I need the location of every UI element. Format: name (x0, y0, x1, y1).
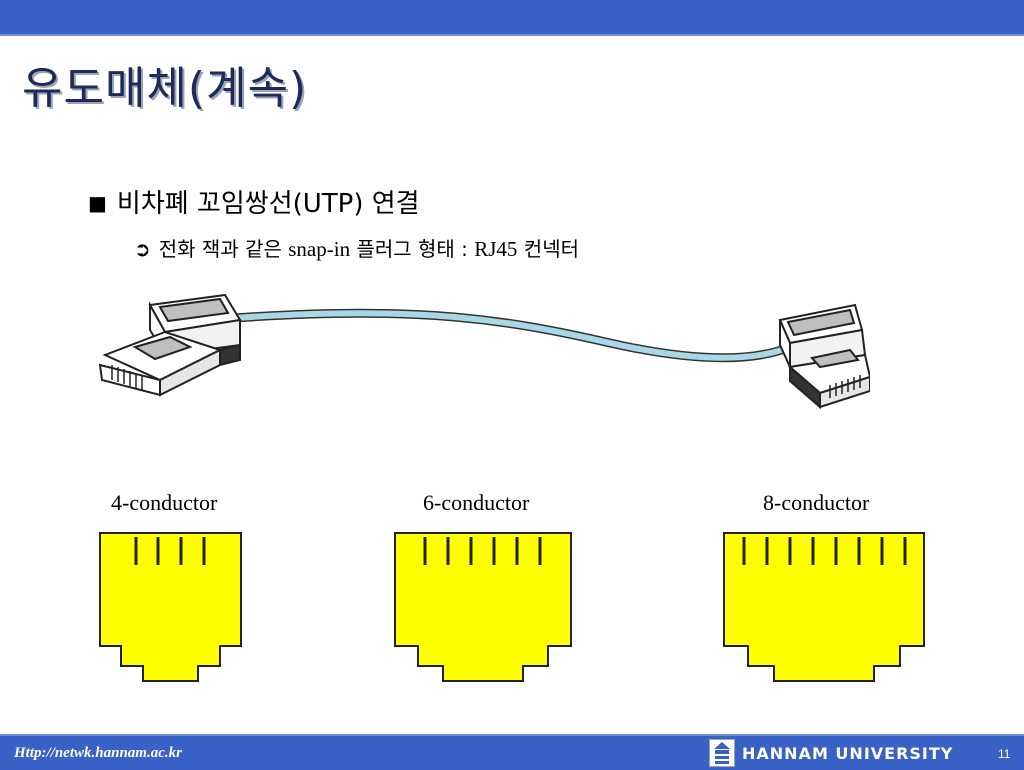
bullet-level-1: ■ 비차폐 꼬임쌍선(UTP) 연결 (88, 183, 420, 220)
label-8-conductor: 8-conductor (763, 490, 870, 515)
connector-6 (394, 532, 572, 682)
right-plug-drawing (778, 303, 870, 410)
bullet-2-text-a: 전화 잭과 같은 (158, 237, 282, 261)
footer-bar: Http://netwk.hannam.ac.kr HANNAM UNIVERS… (0, 734, 1024, 770)
connector-4 (99, 532, 242, 682)
bullet-2-term-snapin: snap-in (288, 237, 351, 261)
bullet-2-term-rj45: RJ45 (474, 237, 518, 261)
left-plug-drawing (98, 293, 242, 397)
connector-8 (723, 532, 925, 682)
arrow-bullet-icon: ➲ (134, 237, 151, 261)
bullet-2-text-c: 컨넥터 (523, 237, 579, 261)
slide-title: 유도매체(계속) (22, 63, 308, 114)
bullet-2-text-b: 플러그 형태 : (356, 237, 468, 261)
footer-url-link[interactable]: Http://netwk.hannam.ac.kr (14, 745, 182, 761)
header-bar (0, 0, 1024, 36)
utp-cable-illustration (98, 293, 870, 410)
university-logo-icon (709, 739, 735, 767)
label-6-conductor: 6-conductor (423, 490, 530, 515)
bullet-1-text: 비차폐 꼬임쌍선(UTP) 연결 (116, 189, 420, 219)
bullet-level-2: ➲ 전화 잭과 같은 snap-in 플러그 형태 : RJ45 컨넥터 (134, 233, 579, 262)
label-4-conductor: 4-conductor (111, 490, 218, 515)
square-bullet-icon: ■ (88, 191, 107, 215)
page-number: 11 (998, 747, 1011, 761)
footer-university-name: HANNAM UNIVERSITY (742, 744, 954, 763)
